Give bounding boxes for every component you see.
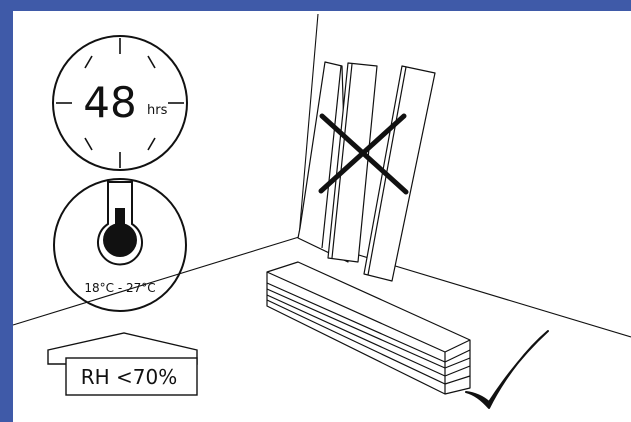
frame-top-bar — [0, 0, 631, 11]
thermometer-icon — [53, 178, 187, 312]
cross-icon — [318, 113, 409, 195]
frame-left-bar — [0, 0, 13, 422]
stacked-boards — [266, 261, 471, 395]
clock-icon — [52, 35, 188, 171]
checkmark-icon — [465, 330, 549, 409]
leaning-boards — [297, 61, 436, 282]
timer-unit: hrs — [147, 103, 168, 118]
timer-value: 48 — [83, 78, 136, 127]
humidity-label: RH <70% — [81, 365, 178, 389]
house-icon — [47, 332, 198, 396]
temperature-range: 18°C - 27°C — [84, 281, 155, 295]
